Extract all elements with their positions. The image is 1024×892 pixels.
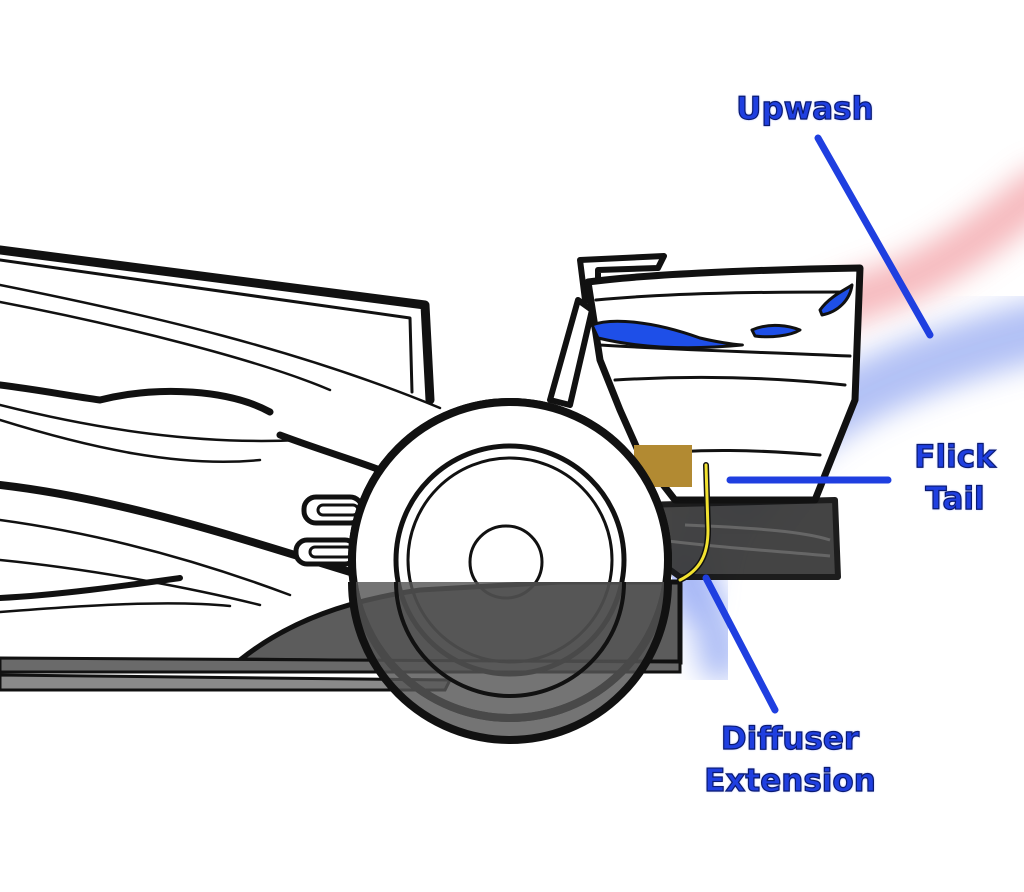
diffuser-label-line1: Diffuser [720, 720, 860, 757]
wing-pillar [547, 297, 595, 408]
upwash-leader-line [814, 134, 934, 339]
flick-tail-label: Flick Tail [870, 436, 1024, 520]
diffuser-extension-label: Diffuser Extension [670, 718, 910, 802]
rear-wheel [348, 398, 672, 744]
diffuser-leader-line [702, 574, 779, 714]
flick-tail-label-line1: Flick [914, 438, 997, 475]
diffuser-label-line2: Extension [704, 762, 877, 799]
endplate-slot [590, 319, 744, 350]
endplate-slot [818, 283, 854, 317]
flick-tail [678, 463, 710, 582]
upwash-label: Upwash [700, 88, 910, 130]
flick-tail-label-line2: Tail [925, 480, 986, 517]
wing-mount [577, 253, 667, 303]
upwash-label-text: Upwash [736, 90, 875, 127]
endplate-slot [750, 323, 802, 339]
